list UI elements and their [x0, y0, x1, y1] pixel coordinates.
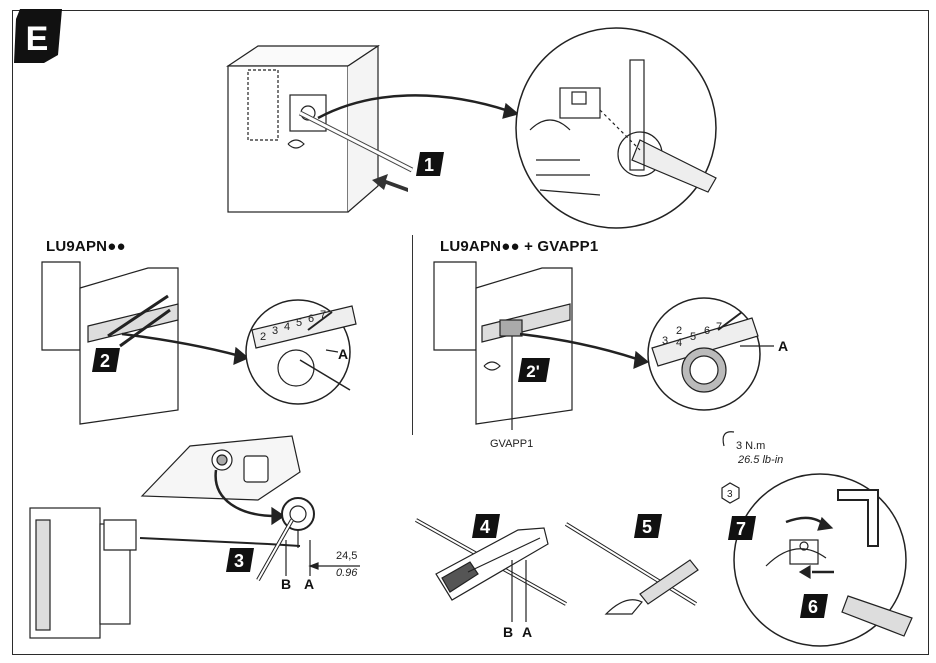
ruler-right-tick: 6: [704, 325, 710, 337]
zoom-circle-top: [515, 27, 717, 229]
step-2-badge: 2: [92, 348, 120, 372]
ruler-left-tick: 7: [320, 309, 326, 321]
page-frame: [12, 10, 929, 655]
step-5-badge: 5: [634, 514, 662, 538]
enclosure-left: [41, 261, 250, 425]
section-divider: [412, 235, 413, 435]
label-b-saw: B: [503, 624, 514, 640]
lock-inset: [140, 435, 301, 526]
section-badge: E: [14, 9, 62, 63]
zoom-circle-bottom-right: [733, 473, 913, 647]
ruler-right-tick: 4: [676, 337, 682, 349]
zoom-circle-left: [245, 299, 357, 405]
label-a-ring: A: [304, 576, 315, 592]
svg-text:2: 2: [100, 351, 110, 371]
step-6-badge: 6: [800, 594, 828, 618]
step-7-badge: 7: [728, 516, 756, 540]
part-label: GVAPP1: [490, 438, 534, 450]
section-letter: E: [26, 20, 49, 58]
ruler-left-tick: 5: [296, 317, 302, 329]
ruler-left-tick: 3: [272, 325, 278, 337]
ring: [281, 497, 315, 548]
breaker-device: [29, 507, 301, 639]
hex-size-label: 3: [727, 489, 733, 500]
ruler-left-tick: 2: [260, 331, 266, 343]
label-b-ring: B: [281, 576, 292, 592]
zoom-circle-right: [647, 297, 774, 411]
hacksaw: [415, 518, 567, 622]
svg-text:2': 2': [526, 362, 540, 381]
torque-nm: 3 N.m: [736, 440, 766, 452]
ruler-right-tick: 2: [676, 325, 682, 337]
dimension-in: 0.96: [336, 567, 358, 579]
enclosure-top: [226, 44, 414, 213]
label-a-right: A: [778, 338, 789, 354]
svg-text:1: 1: [424, 155, 434, 175]
ruler-right-tick: 5: [690, 331, 696, 343]
svg-text:4: 4: [480, 517, 490, 537]
push-arrow: [372, 174, 408, 192]
ruler-right-tick: 3: [662, 335, 668, 347]
right-title: LU9APN●● + GVAPP1: [440, 238, 599, 255]
label-a-saw: A: [522, 624, 533, 640]
enclosure-right: [433, 261, 650, 430]
svg-text:6: 6: [808, 597, 818, 617]
ruler-right-tick: 7: [716, 321, 722, 333]
svg-text:7: 7: [736, 519, 746, 539]
file-tool: [564, 522, 699, 615]
label-a-left: A: [338, 346, 349, 362]
step-1-badge: 1: [416, 152, 444, 176]
step-4-badge: 4: [472, 514, 500, 538]
step-2prime-badge: 2': [518, 358, 550, 382]
step-3-badge: 3: [226, 548, 254, 572]
torque-lbin: 26.5 lb-in: [738, 454, 784, 466]
hex-icon: [721, 482, 740, 504]
ruler-left-tick: 4: [284, 321, 290, 333]
svg-text:3: 3: [234, 551, 244, 571]
dimension-mm: 24,5: [336, 550, 358, 562]
ruler-left-tick: 6: [308, 313, 314, 325]
left-title: LU9APN●●: [46, 238, 126, 255]
svg-text:5: 5: [642, 517, 652, 537]
